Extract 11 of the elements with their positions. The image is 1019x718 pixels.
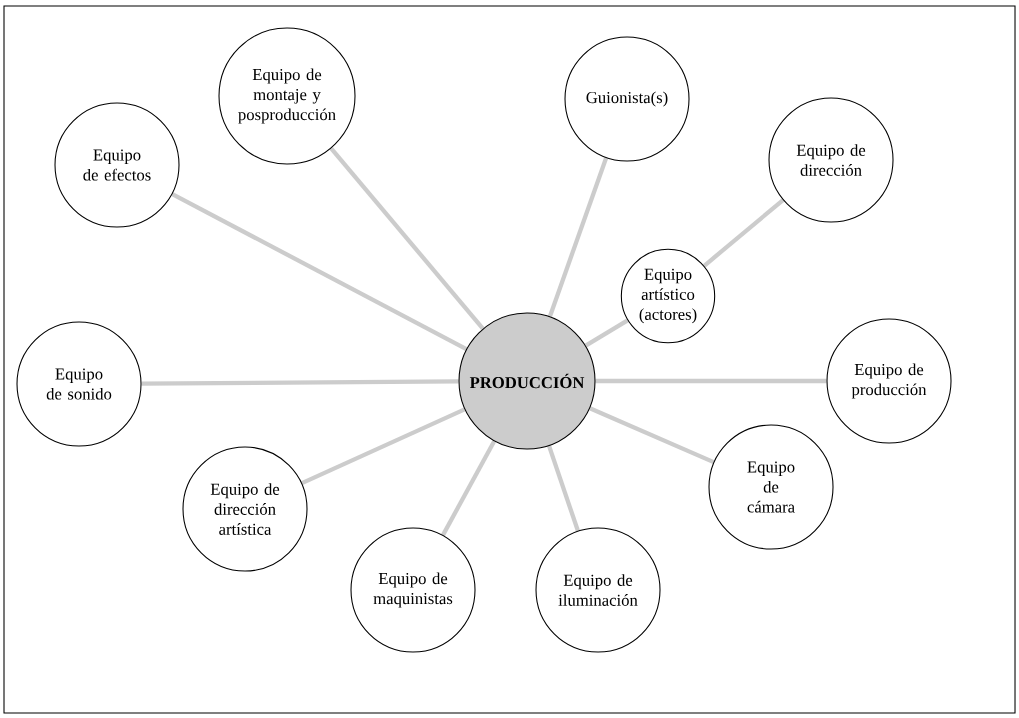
connector-line: [589, 406, 715, 465]
connector-line: [547, 157, 609, 318]
connector-line: [595, 378, 827, 384]
connector-line: [584, 318, 629, 348]
connector-line: [702, 198, 785, 268]
connector-line: [141, 379, 459, 386]
connector-line: [301, 407, 466, 486]
connector-line: [441, 440, 497, 537]
connector-line: [547, 445, 580, 532]
connector-line: [171, 192, 468, 351]
connector-line: [329, 147, 485, 330]
